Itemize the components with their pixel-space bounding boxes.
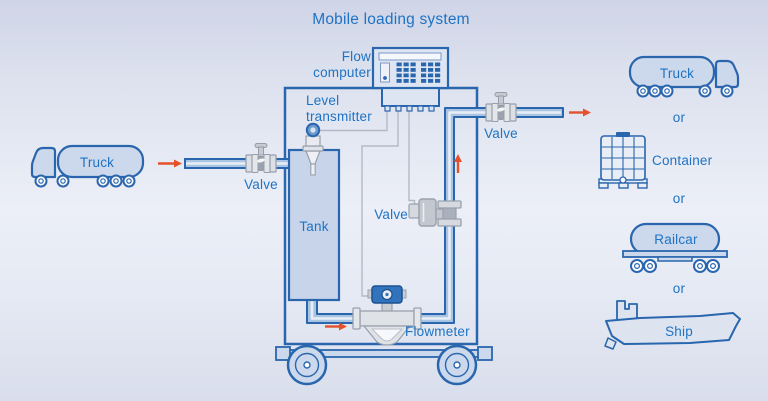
flow-computer-label: Flow computer bbox=[313, 49, 371, 80]
or-label-1: or bbox=[672, 110, 686, 125]
cart-wheel-right-icon bbox=[436, 344, 478, 386]
wire-level-transmitter bbox=[319, 111, 388, 132]
flowmeter-icon bbox=[352, 285, 422, 346]
flow-arrow-riser-up bbox=[454, 154, 462, 173]
tank-label: Tank bbox=[299, 219, 329, 234]
outlet-valve-icon bbox=[485, 92, 517, 122]
cart-wheel-left-icon bbox=[286, 344, 328, 386]
level-transmitter-label: Level transmitter bbox=[306, 93, 372, 124]
flow-arrow-outlet bbox=[569, 108, 591, 117]
wire-control-valve bbox=[408, 111, 416, 206]
outlet-valve-label: Valve bbox=[484, 126, 518, 141]
flow-arrow-inlet bbox=[158, 159, 182, 168]
or-label-2: or bbox=[672, 191, 686, 206]
control-valve-icon bbox=[408, 198, 462, 227]
wire-flowmeter bbox=[361, 111, 399, 297]
truck-right-wheels bbox=[636, 84, 734, 98]
truck-right-icon bbox=[628, 55, 740, 98]
level-transmitter-icon bbox=[302, 122, 324, 176]
ship-icon bbox=[604, 300, 741, 350]
truck-right-label: Truck bbox=[659, 66, 695, 81]
ship-label: Ship bbox=[665, 324, 693, 339]
signal-wires bbox=[319, 111, 416, 297]
railcar-wheels bbox=[630, 259, 720, 273]
flow-arrows bbox=[158, 108, 591, 331]
flow-computer-terminals bbox=[384, 105, 435, 112]
truck-left-icon bbox=[30, 144, 145, 188]
flowmeter-label: Flowmeter bbox=[405, 324, 470, 339]
flow-computer-display bbox=[378, 52, 442, 61]
container-icon bbox=[598, 132, 648, 189]
container-cage-grid bbox=[602, 137, 644, 179]
or-label-3: or bbox=[672, 281, 686, 296]
railcar-icon bbox=[622, 222, 728, 273]
container-label: Container bbox=[652, 153, 713, 168]
truck-left-label: Truck bbox=[79, 155, 115, 170]
control-valve-label: Valve bbox=[374, 207, 408, 222]
flow-arrow-tank-outlet bbox=[325, 322, 347, 331]
diagram-title: Mobile loading system bbox=[312, 11, 470, 28]
flow-computer-icon bbox=[371, 46, 450, 112]
flowmeter-transmitter-head bbox=[367, 285, 407, 304]
truck-left-wheels bbox=[34, 174, 136, 188]
flow-computer-keypad bbox=[396, 62, 441, 83]
inlet-valve-label: Valve bbox=[244, 177, 278, 192]
railcar-label: Railcar bbox=[654, 232, 698, 247]
inlet-valve-icon bbox=[245, 143, 277, 173]
